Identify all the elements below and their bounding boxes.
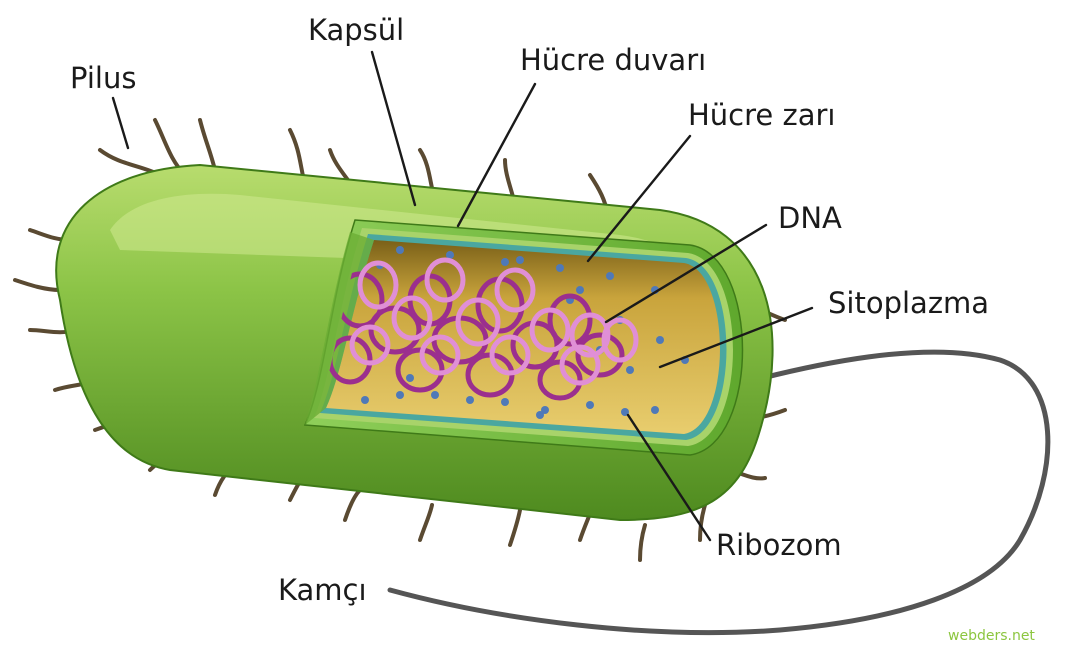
label-kamci: Kamçı	[278, 573, 367, 607]
label-ribozom: Ribozom	[716, 528, 842, 562]
watermark: webders.net	[948, 628, 1035, 644]
label-sitoplazma: Sitoplazma	[828, 286, 989, 320]
label-pilus: Pilus	[70, 61, 136, 95]
label-hucre-zari: Hücre zarı	[688, 98, 835, 132]
label-dna: DNA	[778, 201, 842, 235]
label-kapsul: Kapsül	[308, 13, 404, 47]
label-hucre-duvari: Hücre duvarı	[520, 43, 706, 77]
leader-pilus	[113, 98, 128, 148]
